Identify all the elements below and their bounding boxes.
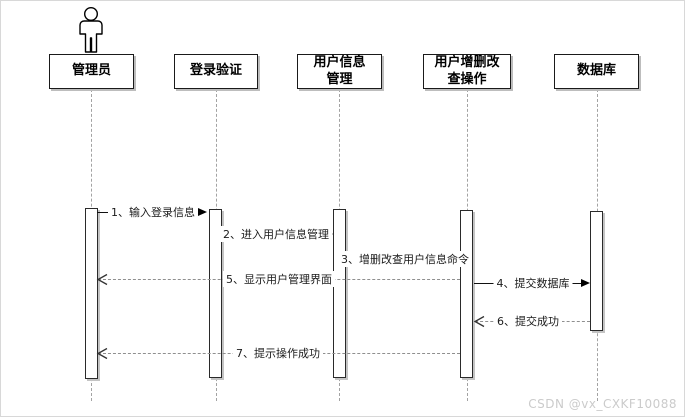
message-7-label: 7、提示操作成功 bbox=[233, 345, 323, 361]
message-2-label: 2、进入用户信息管理 bbox=[220, 226, 332, 242]
message-1-label: 1、输入登录信息 bbox=[108, 204, 198, 220]
open-arrowhead-icon bbox=[473, 315, 485, 328]
lifeline-box-login-verify: 登录验证 bbox=[174, 54, 258, 89]
lifeline-box-user-info-mgmt: 用户信息管理 bbox=[297, 54, 382, 89]
message-3-label: 3、增删改查用户信息命令 bbox=[338, 251, 472, 267]
activation-bar-database bbox=[590, 211, 603, 331]
filled-arrowhead-icon bbox=[198, 207, 207, 216]
person-icon bbox=[72, 6, 110, 58]
lifeline-box-database: 数据库 bbox=[554, 54, 639, 89]
message-5-label: 5、显示用户管理界面 bbox=[223, 271, 335, 287]
filled-arrowhead-icon bbox=[581, 278, 590, 287]
activation-bar-user-crud-ops bbox=[460, 210, 473, 378]
watermark-text: CSDN @vx_CXKF10088 bbox=[528, 397, 677, 411]
lifeline-box-user-crud-ops: 用户增删改查操作 bbox=[423, 54, 511, 89]
activation-bar-admin bbox=[85, 208, 98, 379]
open-arrowhead-icon bbox=[96, 273, 108, 286]
open-arrowhead-icon bbox=[96, 347, 108, 360]
lifeline-label: 数据库 bbox=[576, 63, 616, 79]
lifeline-label: 管理员 bbox=[71, 63, 111, 79]
lifeline-label: 用户增删改查操作 bbox=[434, 55, 500, 87]
lifeline-box-admin: 管理员 bbox=[49, 54, 134, 89]
message-4-label: 4、提交数据库 bbox=[493, 275, 573, 291]
activation-bar-login-verify bbox=[209, 209, 222, 378]
message-6-label: 6、提交成功 bbox=[494, 313, 562, 329]
lifeline-label: 用户信息管理 bbox=[313, 55, 366, 87]
lifeline-label: 登录验证 bbox=[189, 63, 242, 79]
